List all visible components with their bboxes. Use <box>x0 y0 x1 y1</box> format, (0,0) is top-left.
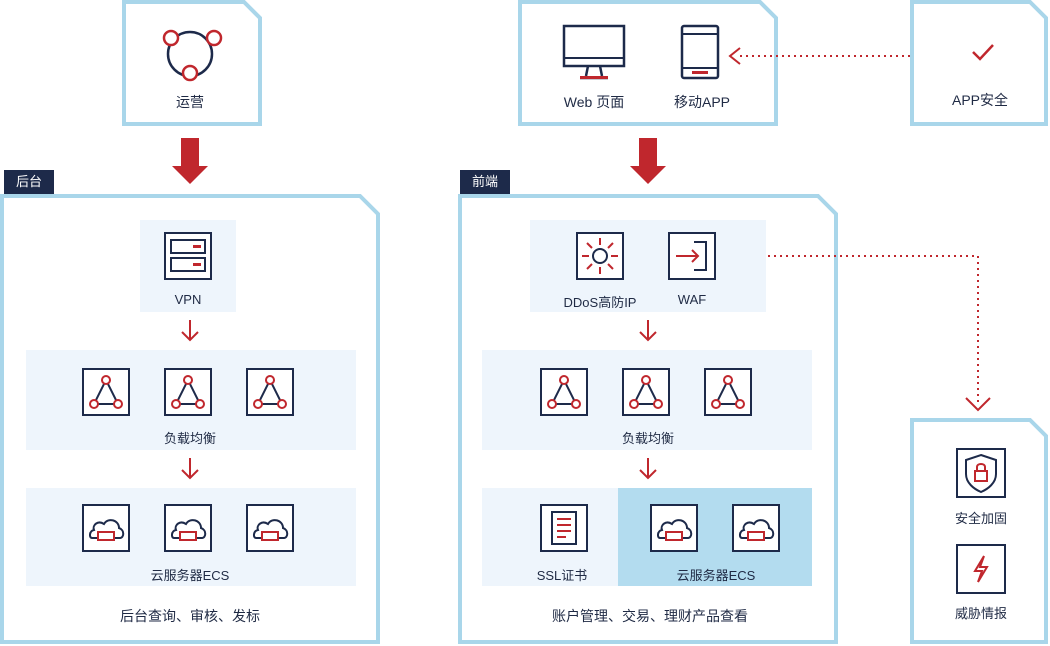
waf-box <box>668 232 716 280</box>
arrow-lb-ecs <box>181 458 199 480</box>
cloud-icon <box>88 519 125 541</box>
ddos-box <box>576 232 624 280</box>
backend-ecs-box-3 <box>246 504 294 552</box>
frontend-ecs-label: 云服务器ECS <box>676 568 756 583</box>
frontend-lb-box-3 <box>704 368 752 416</box>
frontend-lb-label: 负载均衡 <box>621 431 674 446</box>
cloud-icon <box>656 519 693 541</box>
security-entry-panel <box>530 220 766 312</box>
vpn-box <box>164 232 212 280</box>
cloud-icon <box>738 519 775 541</box>
backend-frame <box>0 194 380 644</box>
tablet-icon <box>680 24 720 80</box>
ssl-label: SSL证书 <box>536 568 588 583</box>
hardening-label: 安全加固 <box>954 511 1007 526</box>
backend-lb-label: 负载均衡 <box>163 431 216 446</box>
document-icon <box>551 511 577 545</box>
operations-node <box>160 22 224 82</box>
backend-tag: 后台 <box>4 170 55 194</box>
ssl-box <box>540 504 588 552</box>
triangle-network-icon <box>171 375 205 409</box>
mobile-node <box>680 24 720 80</box>
server-icon <box>170 239 206 272</box>
app-security-node <box>970 42 996 62</box>
web-label: Web 页面 <box>563 94 625 110</box>
triangle-network-icon <box>89 375 123 409</box>
waf-label: WAF <box>677 292 707 307</box>
cloud-icon <box>252 519 289 541</box>
frontend-footer: 账户管理、交易、理财产品查看 <box>552 608 748 624</box>
cloud-icon <box>170 519 207 541</box>
app-security-label: APP安全 <box>951 92 1008 108</box>
backend-ecs-label: 云服务器ECS <box>150 568 230 583</box>
triangle-network-icon <box>253 375 287 409</box>
shield-lock-icon <box>965 453 997 494</box>
monitor-icon <box>562 24 626 80</box>
backend-ecs-box-1 <box>82 504 130 552</box>
vpn-label: VPN <box>174 292 202 307</box>
login-arrow-icon <box>676 241 707 271</box>
big-arrow-frontend <box>630 138 666 184</box>
frontend-lb-box-1 <box>540 368 588 416</box>
mobile-label: 移动APP <box>673 94 730 110</box>
arrowhead-mobile <box>728 47 741 65</box>
frontend-ecs-box-2 <box>732 504 780 552</box>
backend-lb-box-3 <box>246 368 294 416</box>
backend-lb-box-2 <box>164 368 212 416</box>
frontend-frame <box>458 194 838 644</box>
triangle-network-icon <box>629 375 663 409</box>
frontend-tag: 前端 <box>460 170 511 194</box>
clients-frame <box>518 0 778 126</box>
hardening-box <box>956 448 1006 498</box>
backend-ecs-box-2 <box>164 504 212 552</box>
threat-intel-label: 威胁情报 <box>954 606 1007 621</box>
checkmark-icon <box>972 44 994 61</box>
lightning-icon <box>973 555 989 583</box>
backend-lb-box-1 <box>82 368 130 416</box>
operations-label: 运营 <box>176 94 204 110</box>
threat-intel-box <box>956 544 1006 594</box>
triangle-network-icon <box>547 375 581 409</box>
arrow-vpn-lb <box>181 320 199 342</box>
arrowhead-side <box>965 397 991 412</box>
frontend-lb-box-2 <box>622 368 670 416</box>
triangle-network-icon <box>711 375 745 409</box>
dotted-waf-to-side <box>720 255 979 404</box>
ddos-label: DDoS高防IP <box>563 295 637 310</box>
share-nodes-icon <box>162 29 223 82</box>
app-security-frame <box>910 0 1048 126</box>
sun-shield-icon <box>582 238 618 274</box>
operations-frame <box>122 0 262 126</box>
frontend-ecs-box-1 <box>650 504 698 552</box>
arrow-ddos-lb <box>639 320 657 342</box>
arrow-lb-ssl <box>639 458 657 480</box>
web-node <box>562 24 626 80</box>
side-security-frame <box>910 418 1048 644</box>
big-arrow-backend <box>172 138 208 184</box>
backend-footer: 后台查询、审核、发标 <box>120 608 260 624</box>
